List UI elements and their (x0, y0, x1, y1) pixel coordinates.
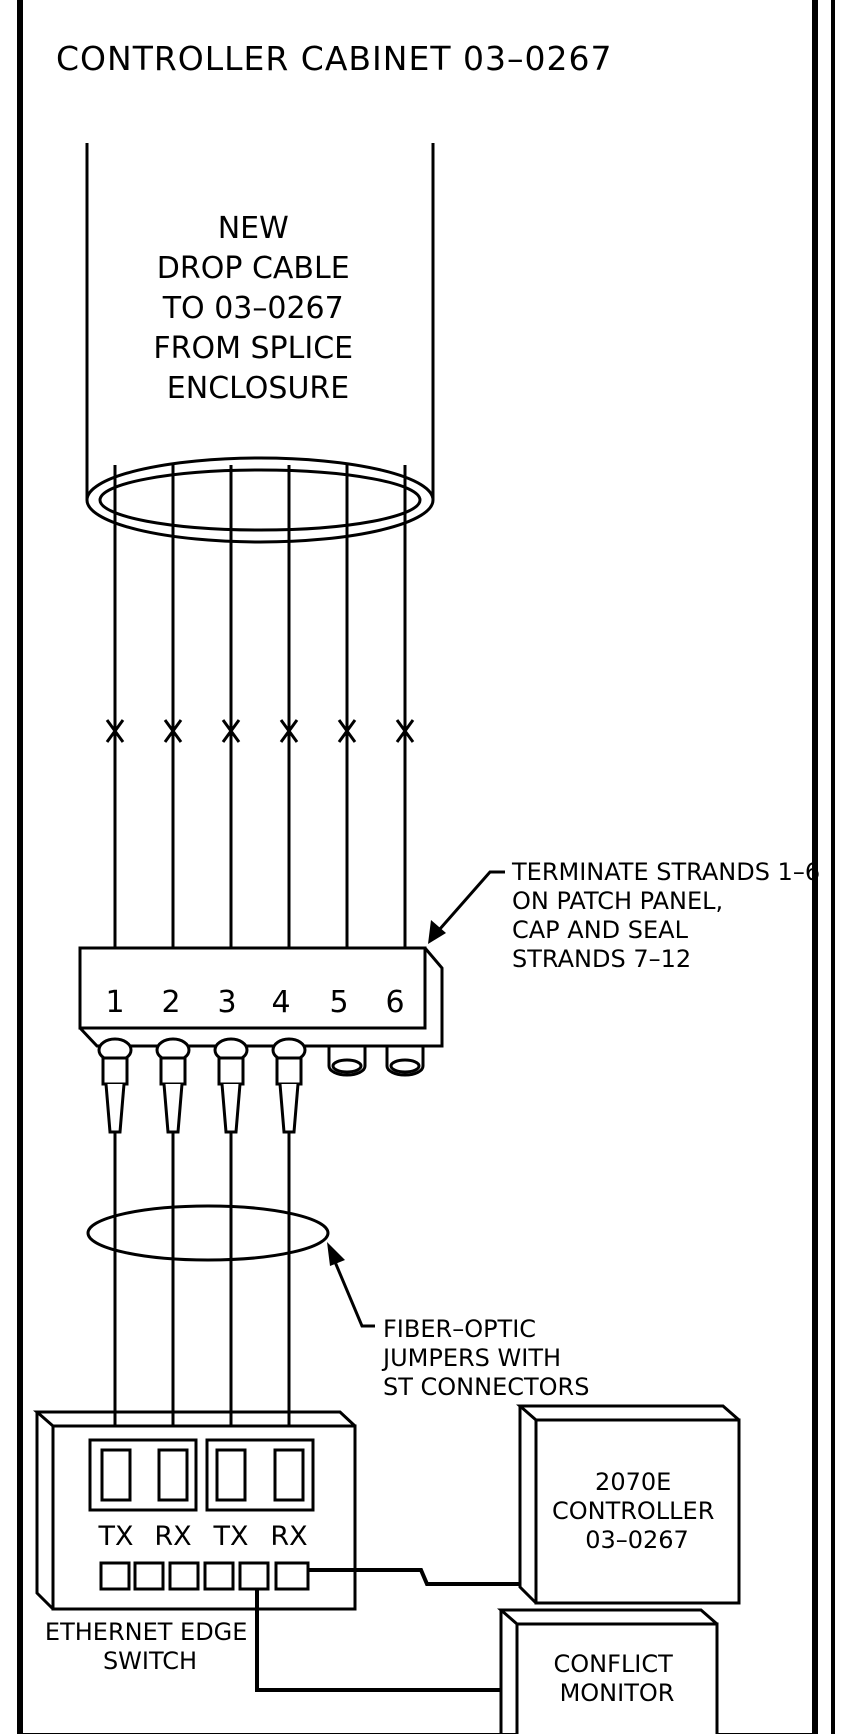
controller-2070e (516, 1404, 741, 1605)
port-cap (389, 1058, 421, 1074)
st-connector (213, 1037, 249, 1134)
jumper-note-line: FIBER–OPTIC (383, 1315, 536, 1343)
fiber-port (215, 1448, 247, 1502)
jumper-bundle-ring (86, 1204, 330, 1262)
patch-panel-port-number: 4 (271, 985, 290, 1020)
drop-cable-label: NEW DROP CABLE TO 03–0267 FROM SPLICE EN… (153, 211, 362, 406)
controller-label-line: 2070E (595, 1468, 671, 1496)
splice-mark (337, 719, 357, 743)
port-cap (331, 1058, 363, 1074)
diagram-title: CONTROLLER CABINET 03–0267 (56, 39, 612, 78)
controller-label: 2070E CONTROLLER 03–0267 (552, 1468, 722, 1554)
ethernet-cable-to-conflict-monitor (255, 1589, 501, 1692)
capped-ports (327, 1044, 425, 1077)
ethernet-edge-switch (33, 1410, 357, 1611)
splice-marks (105, 719, 415, 743)
drop-cable-label-line: NEW (218, 211, 289, 246)
ethernet-cable-to-controller (308, 1568, 520, 1586)
jumper-note: FIBER–OPTIC JUMPERS WITH ST CONNECTORS (381, 1315, 589, 1401)
fiber-port (273, 1448, 305, 1502)
splice-mark (221, 719, 241, 743)
patch-panel-port-number: 2 (161, 985, 180, 1020)
conflict-monitor (497, 1608, 719, 1734)
conflict-monitor-label-line: MONITOR (560, 1679, 675, 1707)
patch-panel (78, 946, 444, 1048)
patch-panel-port-number: 5 (329, 985, 348, 1020)
patch-panel-note-line: TERMINATE STRANDS 1–6 (511, 858, 820, 886)
drop-cable-label-line: ENCLOSURE (167, 371, 349, 406)
drop-cable-label-line: DROP CABLE (157, 251, 350, 286)
st-connector (155, 1037, 191, 1134)
ethernet-port (238, 1561, 270, 1591)
ethernet-port (133, 1561, 165, 1591)
drop-cable-label-line: TO 03–0267 (162, 291, 344, 326)
ethernet-port (203, 1561, 235, 1591)
switch-label: ETHERNET EDGE SWITCH (45, 1618, 255, 1675)
st-connector (97, 1037, 133, 1134)
jumper-note-line: JUMPERS WITH (381, 1344, 561, 1372)
drop-cable (85, 143, 435, 544)
ethernet-port (274, 1561, 310, 1591)
fiber-strands (113, 465, 407, 948)
drop-cable-label-line: FROM SPLICE (153, 331, 353, 366)
st-connector (271, 1037, 307, 1134)
switch-port-label: RX (154, 1521, 191, 1552)
fiber-port (157, 1448, 189, 1502)
patch-panel-port-number: 6 (385, 985, 404, 1020)
ethernet-port (168, 1561, 200, 1591)
controller-label-line: CONTROLLER (552, 1497, 714, 1525)
splice-mark (163, 719, 183, 743)
splice-mark (395, 719, 415, 743)
conflict-monitor-label: CONFLICT MONITOR (554, 1650, 681, 1707)
controller-label-line: 03–0267 (585, 1526, 689, 1554)
patch-panel-callout (430, 870, 505, 939)
patch-panel-note-line: CAP AND SEAL (512, 916, 689, 944)
switch-port-label: TX (98, 1521, 134, 1552)
switch-port-label: TX (213, 1521, 249, 1552)
conflict-monitor-label-line: CONFLICT (554, 1650, 674, 1678)
patch-panel-note: TERMINATE STRANDS 1–6 ON PATCH PANEL, CA… (511, 858, 828, 973)
switch-port-label: RX (270, 1521, 307, 1552)
splice-mark (279, 719, 299, 743)
fiber-port (100, 1448, 132, 1502)
splice-mark (105, 719, 125, 743)
jumper-callout (328, 1249, 375, 1328)
patch-panel-note-line: STRANDS 7–12 (512, 945, 691, 973)
cabinet-border (17, 0, 818, 1734)
switch-label-line: ETHERNET EDGE (45, 1618, 248, 1646)
arrow-head (327, 1242, 345, 1266)
ethernet-port (99, 1561, 131, 1591)
st-connectors (97, 1037, 307, 1134)
arrow-head (428, 920, 446, 944)
patch-panel-port-number: 1 (105, 985, 124, 1020)
jumper-note-line: ST CONNECTORS (383, 1373, 589, 1401)
patch-panel-note-line: ON PATCH PANEL, (512, 887, 723, 915)
patch-panel-port-number: 3 (217, 985, 236, 1020)
switch-label-line: SWITCH (103, 1647, 197, 1675)
